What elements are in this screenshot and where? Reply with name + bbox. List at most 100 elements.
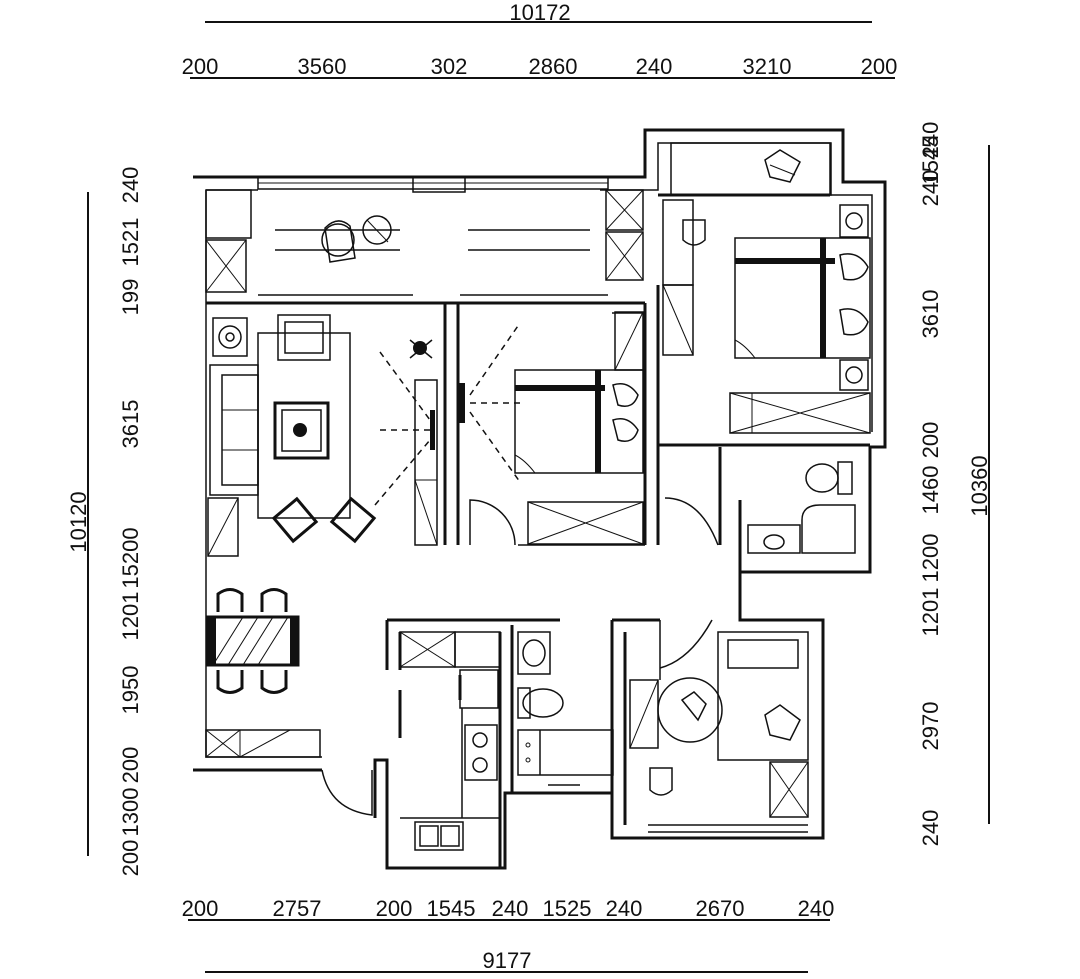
wardrobe-2 (662, 199, 694, 286)
shower-icon (801, 504, 856, 554)
side-table-icon (362, 215, 392, 245)
shoe-cabinet (207, 497, 239, 557)
lounge-chair-2 (329, 496, 377, 544)
right-dimension-group: 10360 240 1545 240 3610 200 1460 1200 12… (918, 122, 992, 847)
top-dim-6: 3210 (743, 54, 792, 79)
balcony-top (205, 176, 645, 305)
right-dim-6: 1460 (918, 466, 943, 515)
top-dim-5: 240 (636, 54, 673, 79)
top-dim-2: 3560 (298, 54, 347, 79)
vanity-chair-icon (682, 219, 706, 246)
right-dim-7: 1200 (918, 534, 943, 583)
bathroom-door (664, 497, 719, 546)
single-bed-icon (717, 631, 809, 761)
nightstand-icon (839, 359, 869, 391)
lounge-chair-1 (271, 496, 319, 544)
plant-icon (764, 149, 801, 183)
bedroom-1 (459, 285, 660, 546)
bottom-dim-4: 1545 (427, 896, 476, 921)
right-dim-1: 240 (918, 122, 943, 159)
nightstand-icon (839, 204, 869, 238)
fridge (459, 669, 499, 709)
storage-cabinet (205, 189, 252, 239)
bedroom-3-cabinet (769, 761, 809, 818)
bottom-dim-3: 200 (376, 896, 413, 921)
top-dim-3: 302 (431, 54, 468, 79)
top-dimension-group: 10172 200 3560 302 2860 240 3210 200 (182, 0, 898, 79)
bottom-dim-2: 2757 (273, 896, 322, 921)
right-dim-5: 200 (918, 422, 943, 459)
armchair-icon (277, 314, 331, 361)
right-total-dim: 10360 (967, 455, 992, 516)
bottom-dim-6: 1525 (543, 896, 592, 921)
plant-icon (409, 339, 433, 359)
kitchen (385, 618, 560, 868)
washbasin-icon (747, 524, 801, 554)
top-total-dim: 10172 (509, 0, 570, 25)
left-dim-2: 1521 (118, 218, 143, 267)
bedroom-3 (610, 618, 809, 838)
bedroom-3-chair-icon (649, 767, 673, 796)
left-dim-3: 199 (118, 279, 143, 316)
washbasin-icon (517, 631, 551, 675)
storage-cabinet-2 (205, 239, 247, 293)
dining-chair-icon (216, 588, 288, 694)
top-dim-7: 200 (861, 54, 898, 79)
top-dim-1: 200 (182, 54, 219, 79)
bottom-dim-8: 2670 (696, 896, 745, 921)
top-dim-4: 2860 (529, 54, 578, 79)
toilet-icon (517, 687, 564, 719)
left-dim-6: 1201 (118, 592, 143, 641)
right-dim-2: 1545 (918, 136, 943, 185)
left-dim-10: 200 (118, 840, 143, 877)
sink-icon (414, 821, 464, 851)
bottom-dim-7: 240 (606, 896, 643, 921)
left-dim-4: 3615 (118, 400, 143, 449)
rug (257, 332, 351, 519)
double-bed-icon (734, 237, 871, 359)
balcony-window-frame (412, 176, 466, 193)
bedroom-1-door (469, 499, 516, 546)
right-dim-9: 2970 (918, 702, 943, 751)
living-room (207, 303, 460, 557)
nightstand-icon (212, 317, 248, 357)
coffee-table-icon (273, 401, 330, 460)
double-bed-icon (514, 369, 644, 474)
left-dim-9: 1300 (118, 788, 143, 837)
bathtub (517, 729, 614, 776)
tv-icon (414, 379, 438, 546)
bottom-dim-5: 240 (492, 896, 529, 921)
right-dim-10: 240 (918, 810, 943, 847)
sideboard (205, 729, 321, 758)
sofa-icon (209, 364, 259, 496)
shower-icon (605, 189, 644, 231)
bottom-dimension-group: 200 2757 200 1545 240 1525 240 2670 240 … (182, 896, 835, 973)
bedroom-3-door (659, 619, 713, 669)
wardrobe-icon (527, 501, 644, 545)
left-dim-8: 200 (118, 747, 143, 784)
dining-area (205, 588, 373, 816)
bedroom-2 (658, 142, 871, 447)
second-bathroom (510, 625, 614, 793)
bottom-dim-1: 200 (182, 896, 219, 921)
entry-door (321, 769, 373, 816)
right-dim-3: 240 (918, 170, 943, 207)
wardrobe-icon (729, 392, 871, 434)
master-bathroom (664, 447, 856, 572)
dining-table-icon (206, 615, 300, 667)
toilet-icon (805, 461, 853, 495)
lounge-chair-icon (321, 220, 356, 263)
desk-chair-icon (657, 677, 723, 743)
bottom-dim-9: 240 (798, 896, 835, 921)
right-dim-4: 3610 (918, 290, 943, 339)
left-dim-1: 240 (118, 167, 143, 204)
left-dimension-group: 10120 240 1521 199 3615 15200 1201 1950 … (66, 167, 143, 877)
master-balcony (670, 142, 832, 196)
left-dim-7: 1950 (118, 666, 143, 715)
left-dim-5: 15200 (118, 527, 143, 588)
bottom-total-dim: 9177 (483, 948, 532, 973)
stove-icon (464, 724, 498, 781)
left-total-dim: 10120 (66, 491, 91, 552)
right-dim-8: 1201 (918, 588, 943, 637)
